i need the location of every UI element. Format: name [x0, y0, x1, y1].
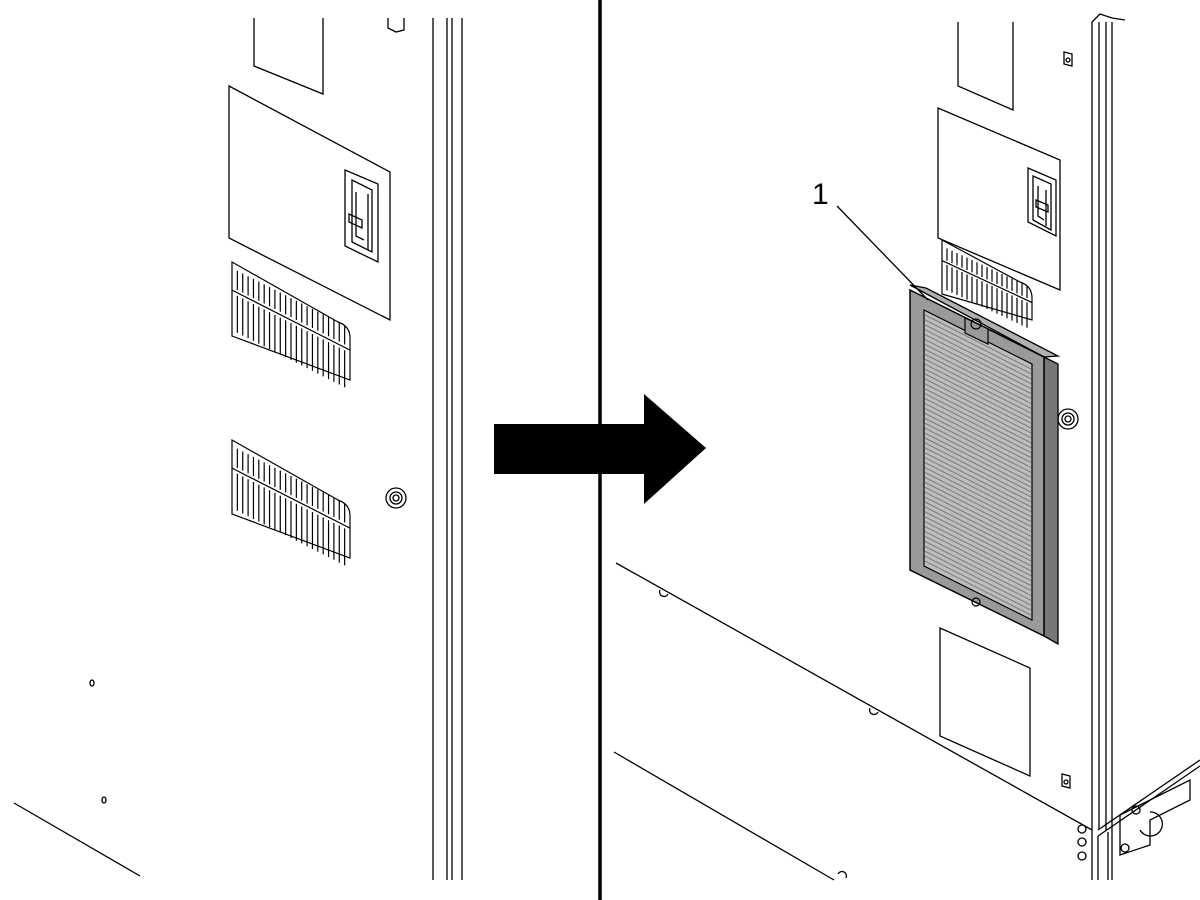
vent-grille-icon [231, 438, 351, 566]
cabinet-before-panel [228, 18, 463, 880]
cabinet-before-details [13, 487, 407, 877]
lock-icon [385, 487, 407, 509]
cabinet-after-panel [613, 13, 1200, 881]
callout-1-label: 1 [812, 178, 829, 211]
vent-grille-icon [231, 260, 351, 388]
air-filter [909, 284, 1061, 646]
vent-grille-icon [941, 238, 1033, 328]
lock-icon [1057, 408, 1079, 430]
door-handle-icon [1027, 167, 1057, 238]
callout-1: 1 [812, 178, 929, 301]
right-arrow-icon [494, 394, 706, 504]
door-handle-icon [344, 169, 379, 264]
